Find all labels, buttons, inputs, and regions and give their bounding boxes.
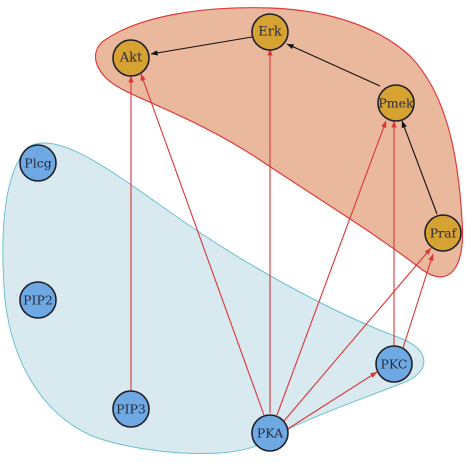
black-edges [150, 36, 438, 215]
node-label-praf: Praf [430, 226, 458, 241]
node-pmek[interactable]: Pmek [377, 84, 415, 122]
node-label-pip3: PIP3 [116, 402, 146, 417]
node-pkc[interactable]: PKC [375, 345, 413, 383]
node-plcg[interactable]: Plcg [19, 144, 57, 182]
node-akt[interactable]: Akt [112, 39, 150, 77]
node-pip2[interactable]: PIP2 [19, 281, 57, 319]
node-praf[interactable]: Praf [424, 214, 462, 252]
red-edges [128, 48, 434, 431]
node-pka[interactable]: PKA [251, 414, 289, 452]
node-label-pka: PKA [257, 426, 284, 441]
edge-pka-praf [283, 247, 432, 422]
edge-pmek-erk [286, 43, 381, 87]
edge-erk-akt [150, 36, 253, 56]
node-label-erk: Erk [258, 25, 282, 40]
edge-pka-akt [140, 73, 265, 416]
node-label-akt: Akt [119, 51, 143, 66]
edge-pkc-praf [402, 253, 434, 349]
edge-pka-pkc [285, 371, 378, 431]
edge-pka-pmek [276, 120, 387, 416]
node-pip3[interactable]: PIP3 [112, 390, 150, 428]
node-label-pmek: Pmek [378, 96, 414, 111]
lower-group-region [2, 142, 425, 455]
node-label-plcg: Plcg [24, 156, 51, 171]
edge-praf-pmek [401, 120, 438, 215]
node-label-pkc: PKC [381, 357, 408, 372]
node-erk[interactable]: Erk [251, 13, 289, 51]
upper-group-region [94, 7, 464, 278]
node-label-pip2: PIP2 [23, 293, 53, 308]
